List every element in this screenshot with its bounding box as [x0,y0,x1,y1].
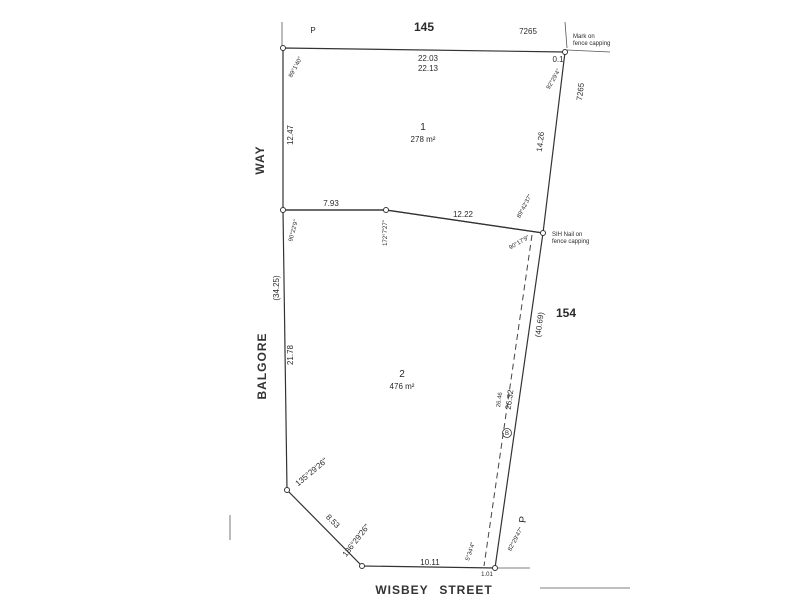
bearing-sw: 135°29'26" [294,456,330,488]
dim-east-upper: 14.26 [535,131,546,153]
street-balgore: BALGORE [255,333,269,400]
bearing-s-trunc: 136°29'26" [341,522,372,558]
dim-ne-offset: 0.1 [552,55,564,64]
lot-1-area: 278 m² [411,135,436,144]
survey-point-s [359,563,365,569]
bearing-mid: 172°7'27" [383,220,389,246]
bearing-ne: 92°29'4" [546,68,562,90]
street-wisbey: WISBEY [375,583,428,597]
easement-marker: B [505,431,509,437]
north-ref: 7265 [519,27,537,36]
bearing-e-mid: 90°17'9" [508,235,530,251]
bearing-se-b: 82°29'47" [507,527,524,553]
ne-mark-line1: Mark on [573,34,595,40]
street-street: STREET [439,583,492,597]
dim-truncation: 8.53 [324,513,342,531]
bearing-nw: 89°1'40" [288,56,304,79]
dim-west-lower: 21.78 [286,344,295,365]
survey-point-se [492,565,498,571]
survey-point-nw [280,45,286,51]
dim-east-total: (40.69) [533,311,545,338]
bearing-ne-lower: 89°42'37" [516,194,533,220]
ne-extension [566,49,611,53]
sih-mark-line2: fence capping [552,239,589,245]
survey-point-w-mid [280,207,286,213]
survey-point-ne [562,49,568,55]
north-boundary-extension-east [564,21,568,49]
bearing-w-mid: 90°22'9" [288,219,300,242]
dim-east-lower-a: 26.46 [496,391,504,407]
dim-mid-right: 12.22 [453,210,474,219]
dim-east-lower-b: 26.32 [504,389,516,411]
dim-south: 10.11 [420,558,440,567]
ne-mark-line2: fence capping [573,41,610,47]
east-ref: 7265 [575,82,586,101]
easement-line [483,234,533,567]
survey-point-e-mid [540,230,546,236]
east-lot-number: 154 [556,306,576,320]
dim-north-inner: 22.13 [418,64,439,73]
survey-point-mid [383,207,389,213]
survey-point-sw [284,487,290,493]
lot-2-number: 2 [399,369,405,380]
p-label-north: P [310,26,315,35]
dim-west-upper: 12.47 [286,124,295,145]
dim-west-total: (34.25) [272,275,281,301]
lot-2-area: 476 m² [390,382,415,391]
sih-mark-line1: SIH Nail on [552,232,582,238]
bearing-se-a: 5°34'4" [465,542,477,562]
dim-north-outer: 22.03 [418,54,439,63]
lot-1-number: 1 [420,122,426,133]
p-label-east: P [518,515,530,523]
dim-mid-left: 7.93 [323,199,339,208]
street-way: WAY [253,145,267,174]
dim-se-offset: 1.01 [481,572,493,578]
north-lot-number: 145 [414,20,434,34]
easement-marker-circle [502,428,512,438]
